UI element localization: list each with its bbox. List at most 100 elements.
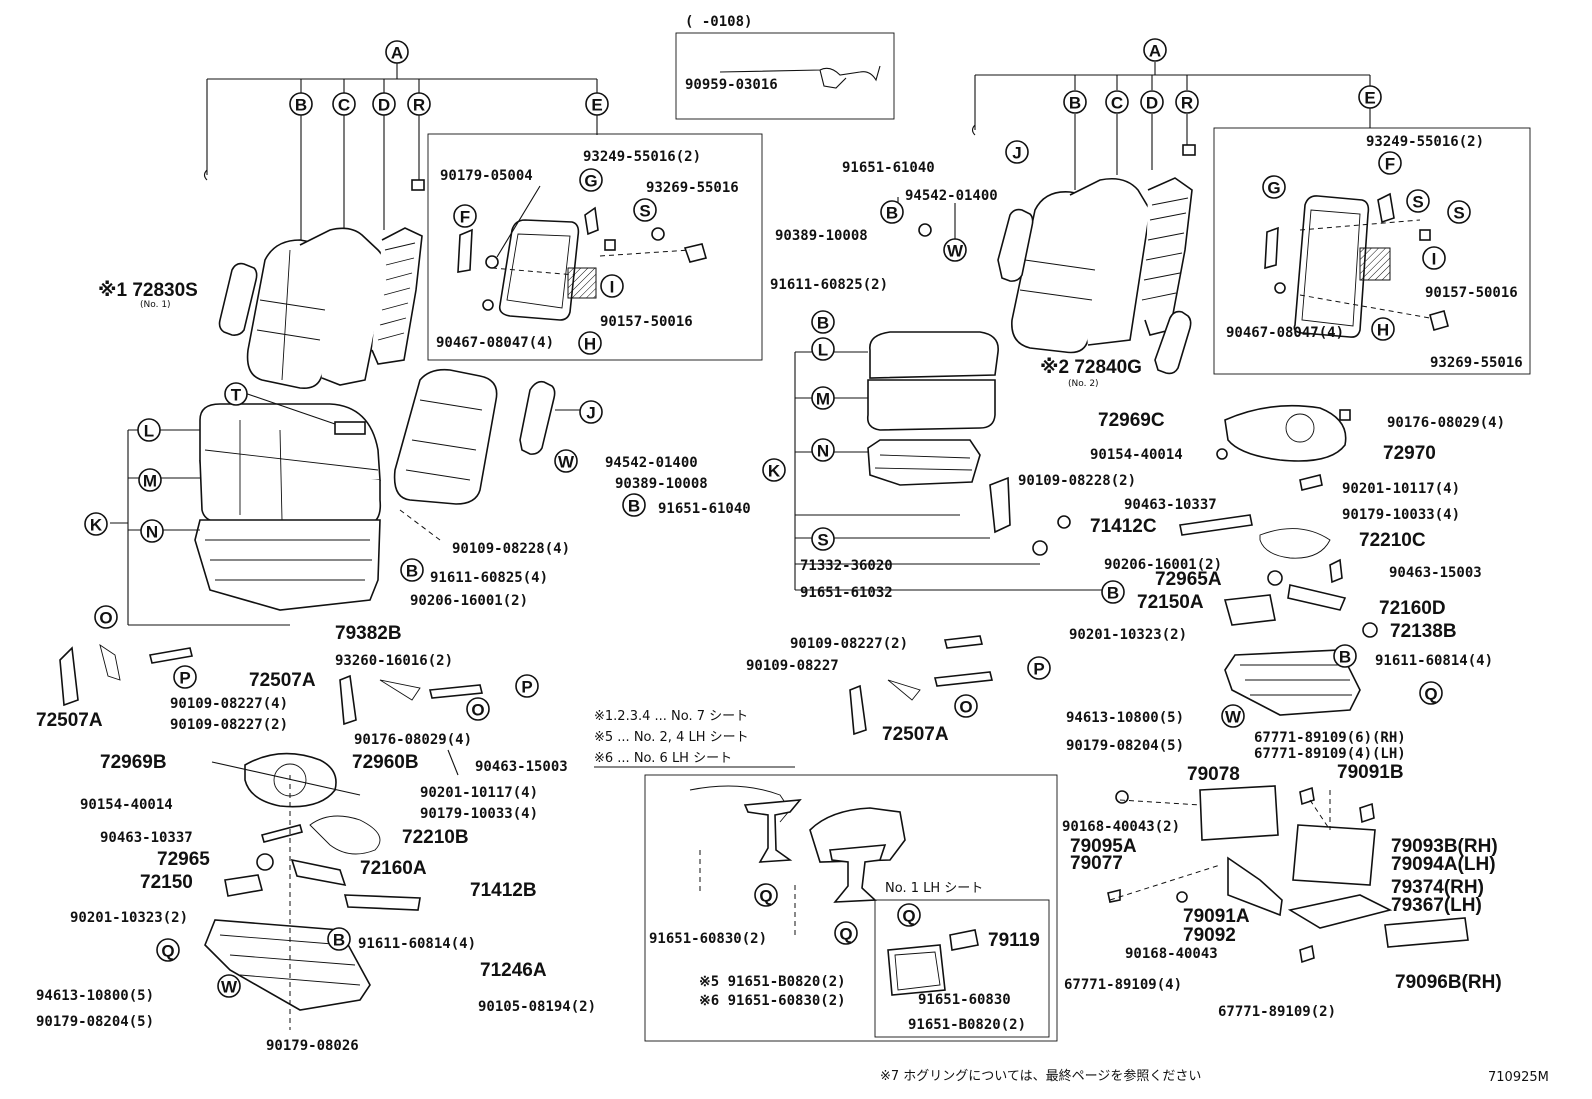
- svg-text:S: S: [1412, 193, 1423, 212]
- label-94542-01400-center: 94542-01400: [905, 188, 998, 204]
- label-72160a: 72160A: [360, 858, 427, 879]
- note-6: ※6 ... No. 6 LH シート: [594, 751, 732, 766]
- callout-s: S: [1406, 189, 1430, 213]
- svg-text:H: H: [584, 335, 596, 354]
- callout-w: W: [217, 974, 241, 998]
- label-90154-40014-left: 90154-40014: [80, 797, 173, 813]
- callout-c: C: [332, 92, 356, 116]
- label-90179-08204-left: 90179-08204(5): [36, 1014, 154, 1030]
- callout-j: J: [1005, 140, 1029, 164]
- right-recliner: [1224, 404, 1347, 462]
- label-79119: 79119: [988, 930, 1040, 951]
- label-91651-61040-center: 91651-61040: [842, 160, 935, 176]
- callout-s: S: [633, 198, 657, 222]
- label-91651-60830-2: 91651-60830(2): [649, 931, 767, 947]
- callout-a: A: [1143, 38, 1167, 62]
- label-90179-10033-left: 90179-10033(4): [420, 806, 538, 822]
- label-79374: 79374(RH): [1391, 877, 1484, 898]
- svg-text:O: O: [959, 698, 972, 717]
- callout-d: D: [372, 92, 396, 116]
- callout-i: I: [600, 274, 624, 298]
- callout-b: B: [1063, 90, 1087, 114]
- callout-b: B: [289, 92, 313, 116]
- svg-text:I: I: [610, 278, 615, 297]
- svg-text:J: J: [1012, 144, 1021, 163]
- label-91651-61040-left: 91651-61040: [658, 501, 751, 517]
- label-90467-08047-right: 90467-08047(4): [1226, 325, 1344, 341]
- svg-text:E: E: [591, 96, 602, 115]
- label-67771-89109-6: 67771-89109(6)(RH): [1254, 730, 1406, 746]
- callout-l: L: [137, 418, 161, 442]
- label-72210c: 72210C: [1359, 530, 1426, 551]
- label-90467-08047-left: 90467-08047(4): [436, 335, 554, 351]
- left-seatback-2: [393, 368, 498, 505]
- svg-text:G: G: [584, 172, 597, 191]
- label-91651-61032: 91651-61032: [800, 585, 893, 601]
- callout-a: A: [385, 40, 409, 64]
- pedestal-79119-body: [887, 944, 946, 996]
- svg-text:D: D: [1146, 94, 1158, 113]
- label-79094a: 79094A(LH): [1391, 854, 1496, 875]
- callout-s: S: [1447, 200, 1471, 224]
- svg-text:Q: Q: [759, 887, 772, 906]
- callout-o: O: [94, 605, 118, 629]
- wire-harness-shape: [719, 65, 881, 82]
- plate-79096b: [1384, 917, 1469, 948]
- left-cover-t: [334, 421, 366, 435]
- footnote-hog-ring: ※7 ホグリングについては、最終ページを参照ください: [880, 1068, 1201, 1084]
- label-no1: (No. 1): [140, 300, 171, 310]
- callout-g: G: [1262, 175, 1286, 199]
- svg-text:R: R: [1181, 94, 1193, 113]
- label-90168-40043-2: 90168-40043(2): [1062, 819, 1180, 835]
- label-72150a: 72150A: [1137, 592, 1204, 613]
- label-90201-10323-right: 90201-10323(2): [1069, 627, 1187, 643]
- callout-w: W: [943, 238, 967, 262]
- label-90206-16001-right: 90206-16001(2): [1104, 557, 1222, 573]
- svg-text:I: I: [1432, 250, 1437, 269]
- callout-j: J: [579, 400, 603, 424]
- right-armrest-2: [1154, 310, 1192, 375]
- callout-c: C: [1105, 90, 1129, 114]
- label-94542-01400-left: 94542-01400: [605, 455, 698, 471]
- label-72965: 72965: [157, 849, 210, 870]
- label-71412c: 71412C: [1090, 516, 1157, 537]
- label-79093b: 79093B(RH): [1391, 836, 1498, 857]
- svg-text:T: T: [231, 386, 242, 405]
- right-seatback-frame: [1144, 177, 1193, 336]
- no1-lh-inset: [874, 899, 1050, 1038]
- label-90463-15003-right: 90463-15003: [1389, 565, 1482, 581]
- right-back-panel-inset: [1213, 127, 1531, 375]
- callout-q: Q: [754, 883, 778, 907]
- label-90176-08029-right: 90176-08029(4): [1387, 415, 1505, 431]
- panel-79078: [1199, 785, 1279, 841]
- callout-f: F: [453, 204, 477, 228]
- svg-text:A: A: [1149, 42, 1161, 61]
- label-72965a: 72965A: [1155, 569, 1222, 590]
- label-90389-10008-left: 90389-10008: [615, 476, 708, 492]
- label-93269-55016-right: 93269-55016: [1430, 355, 1523, 371]
- svg-text:L: L: [818, 341, 828, 360]
- callout-h: H: [1371, 317, 1395, 341]
- svg-text:B: B: [1339, 648, 1351, 667]
- label-90157-50016-left: 90157-50016: [600, 314, 693, 330]
- callout-b: B: [400, 558, 424, 582]
- label-91651-60830-star6: ※6 91651-60830(2): [699, 993, 846, 1009]
- wire-harness-branch: [819, 69, 847, 89]
- label-90109-08228-4: 90109-08228(4): [452, 541, 570, 557]
- svg-text:F: F: [460, 208, 470, 227]
- label-90179-08026: 90179-08026: [266, 1038, 359, 1054]
- label-79367: 79367(LH): [1391, 895, 1482, 916]
- left-part-g: [584, 206, 599, 236]
- label-91611-60814-left: 91611-60814(4): [358, 936, 476, 952]
- label-90179-10033-right: 90179-10033(4): [1342, 507, 1460, 523]
- left-hook-r: [411, 179, 425, 191]
- pedestal-q2: [829, 844, 887, 903]
- label-71246a: 71246A: [480, 960, 547, 981]
- left-armrest-2: [519, 380, 556, 455]
- label-90201-10323-left: 90201-10323(2): [70, 910, 188, 926]
- svg-text:W: W: [947, 242, 964, 261]
- svg-text:Q: Q: [902, 907, 915, 926]
- svg-text:Q: Q: [839, 925, 852, 944]
- callout-e: E: [585, 92, 609, 116]
- svg-text:F: F: [1385, 155, 1395, 174]
